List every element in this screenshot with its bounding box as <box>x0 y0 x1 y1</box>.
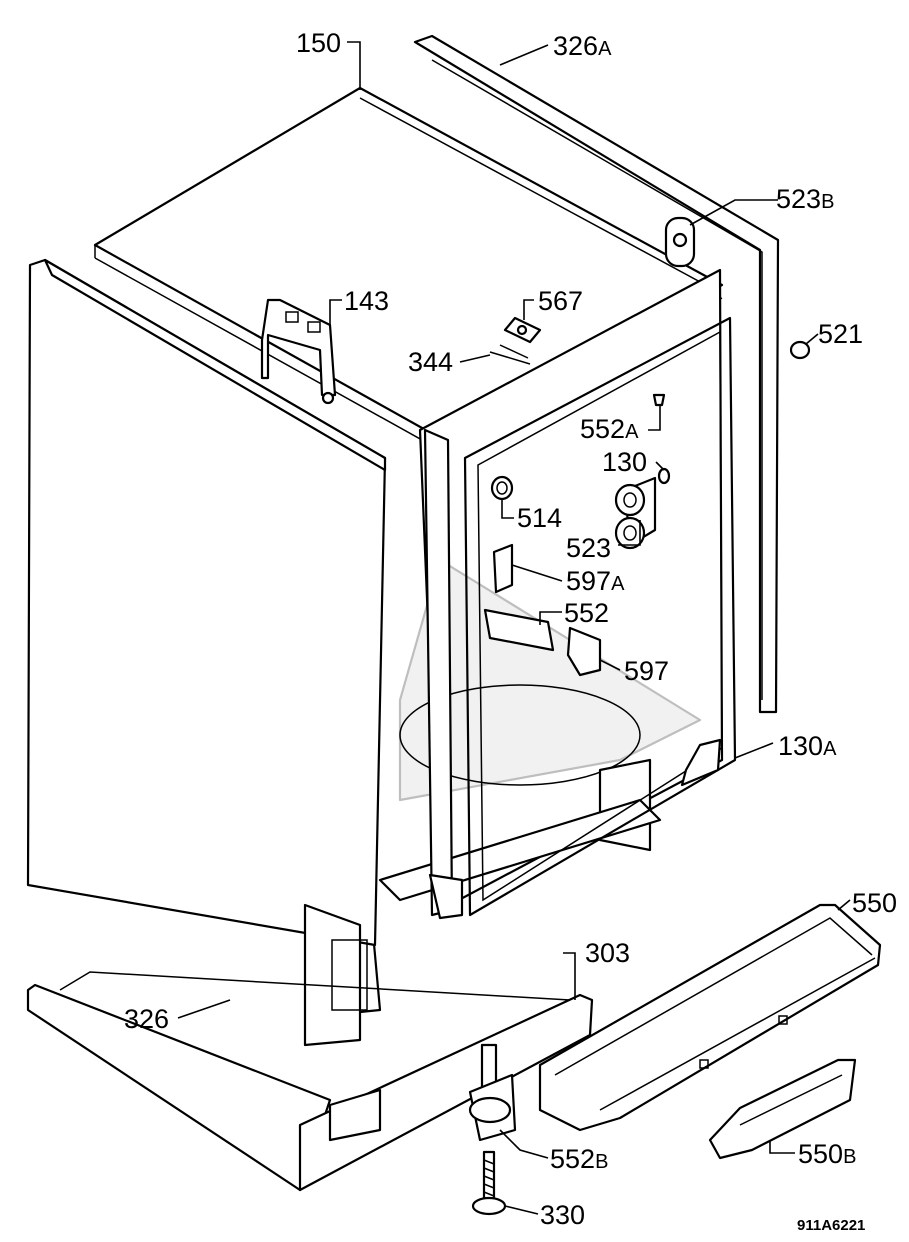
label-150: 150 <box>296 28 341 58</box>
label-326A: 326A <box>553 31 612 61</box>
bracket-143 <box>260 298 337 405</box>
base-frame-303 <box>26 971 594 1192</box>
hinge-523 <box>614 476 657 550</box>
cap-521 <box>789 340 811 360</box>
label-567: 567 <box>538 286 583 316</box>
label-550: 550 <box>852 888 897 918</box>
clip-567 <box>503 316 542 344</box>
label-552B: 552B <box>550 1144 608 1174</box>
label-303: 303 <box>585 938 630 968</box>
foot-552B <box>468 1043 517 1142</box>
label-550B: 550B <box>798 1139 856 1169</box>
screw-552A <box>652 393 666 407</box>
side-panel-326 <box>26 258 387 1047</box>
rear-panel-326A <box>413 34 780 714</box>
label-523: 523 <box>566 533 611 563</box>
bracket-550B <box>708 1058 857 1160</box>
leader-lines <box>177 41 851 1215</box>
label-326: 326 <box>124 1004 169 1034</box>
label-521: 521 <box>818 319 863 349</box>
ring-130 <box>657 467 671 485</box>
label-552: 552 <box>564 598 609 628</box>
label-330: 330 <box>540 1200 585 1230</box>
label-143: 143 <box>344 286 389 316</box>
top-hinge-523B <box>664 216 696 268</box>
strip-552 <box>483 608 555 652</box>
label-597A: 597A <box>566 566 625 596</box>
kickplate-550 <box>538 903 882 1132</box>
label-514: 514 <box>517 503 562 533</box>
latch-597A <box>492 543 514 594</box>
label-130A: 130A <box>778 731 837 761</box>
drawing-code: 911A6221 <box>797 1217 865 1234</box>
bushing-514 <box>490 475 514 501</box>
label-130: 130 <box>602 447 647 477</box>
label-523B: 523B <box>776 184 834 214</box>
clamp-597 <box>566 626 602 677</box>
label-597: 597 <box>624 656 669 686</box>
label-552A: 552A <box>580 414 639 444</box>
screw-330 <box>471 1150 507 1216</box>
spring-344 <box>489 344 531 365</box>
label-344: 344 <box>408 347 453 377</box>
door-seal-130A <box>423 316 737 920</box>
